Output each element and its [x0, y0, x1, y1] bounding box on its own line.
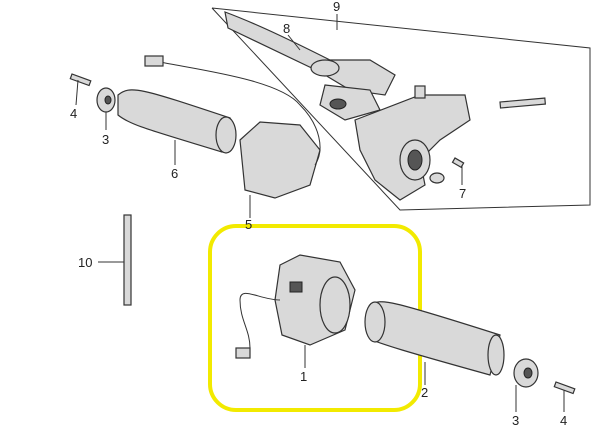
throttle-housing-1	[235, 254, 356, 368]
callout-8: 8	[283, 21, 291, 36]
grip-2	[364, 301, 505, 385]
tool-10	[98, 214, 132, 306]
bolt-4-lower	[553, 381, 576, 412]
callout-4-lower: 4	[560, 413, 568, 428]
end-cap-3-lower	[513, 358, 539, 412]
callout-9: 9	[333, 0, 341, 14]
callout-3-upper: 3	[102, 132, 110, 147]
callout-5: 5	[245, 217, 253, 232]
callout-7: 7	[459, 186, 467, 201]
callout-2: 2	[421, 385, 429, 400]
callout-3-lower: 3	[512, 413, 520, 428]
bolt-4-upper	[69, 73, 92, 106]
callout-4-upper: 4	[70, 106, 78, 121]
callout-1: 1	[300, 369, 308, 384]
brake-lever-assembly-frame	[211, 7, 591, 211]
brake-lever	[224, 11, 396, 121]
master-cylinder	[354, 85, 547, 201]
end-cap-3-upper	[96, 87, 116, 130]
callout-6: 6	[171, 166, 179, 181]
grip-6	[117, 89, 237, 165]
callout-10: 10	[78, 255, 93, 270]
switch-housing-5	[144, 55, 321, 218]
